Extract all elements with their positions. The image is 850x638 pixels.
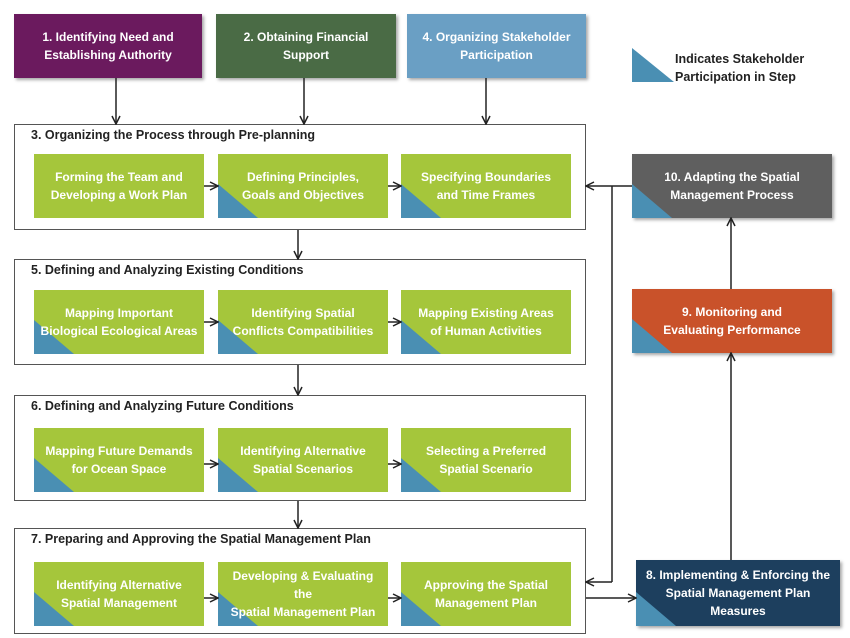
substep-alternative-scenarios: Identifying Alternative Spatial Scenario…	[218, 428, 388, 492]
stakeholder-participation-icon	[401, 184, 441, 218]
step-1-label: 1. Identifying Need and Establishing Aut…	[42, 30, 174, 62]
step-4-label: 4. Organizing Stakeholder Participation	[422, 30, 571, 62]
step-4-box: 4. Organizing Stakeholder Participation	[407, 14, 586, 78]
substep-label: Identifying Spatial Conflicts Compatibil…	[232, 306, 374, 338]
substep-preferred-scenario: Selecting a Preferred Spatial Scenario	[401, 428, 571, 492]
stakeholder-participation-icon	[401, 458, 441, 492]
substep-developing-plan: Developing & Evaluating the Spatial Mana…	[218, 562, 388, 626]
substep-label: Forming the Team and Developing a Work P…	[50, 170, 188, 202]
substep-label: Mapping Existing Areas of Human Activiti…	[418, 306, 554, 338]
substep-label: Defining Principles, Goals and Objective…	[241, 170, 365, 202]
step-2-label: 2. Obtaining Financial Support	[243, 30, 369, 62]
step-8-box: 8. Implementing & Enforcing the Spatial …	[636, 560, 840, 626]
substep-specifying-boundaries: Specifying Boundaries and Time Frames	[401, 154, 571, 218]
stakeholder-participation-icon	[34, 320, 74, 354]
step-10-label: 10. Adapting the Spatial Management Proc…	[664, 170, 800, 202]
stakeholder-participation-icon	[218, 458, 258, 492]
substep-label: Developing & Evaluating the Spatial Mana…	[230, 569, 376, 619]
substep-identifying-conflicts: Identifying Spatial Conflicts Compatibil…	[218, 290, 388, 354]
substep-label: Mapping Important Biological Ecological …	[40, 306, 198, 338]
substep-mapping-biological: Mapping Important Biological Ecological …	[34, 290, 204, 354]
substep-mapping-human: Mapping Existing Areas of Human Activiti…	[401, 290, 571, 354]
substep-label: Specifying Boundaries and Time Frames	[420, 170, 552, 202]
substep-approving-plan: Approving the Spatial Management Plan	[401, 562, 571, 626]
panel-step-3-title: 3. Organizing the Process through Pre-pl…	[31, 128, 316, 142]
stakeholder-participation-icon	[401, 592, 441, 626]
substep-forming-team: Forming the Team and Developing a Work P…	[34, 154, 204, 218]
stakeholder-participation-icon	[632, 319, 672, 353]
panel-step-6-title: 6. Defining and Analyzing Future Conditi…	[31, 399, 294, 413]
stakeholder-participation-icon	[632, 184, 672, 218]
stakeholder-participation-icon	[636, 592, 676, 626]
step-9-box: 9. Monitoring and Evaluating Performance	[632, 289, 832, 353]
step-9-label: 9. Monitoring and Evaluating Performance	[663, 305, 801, 337]
substep-mapping-future: Mapping Future Demands for Ocean Space	[34, 428, 204, 492]
stakeholder-participation-icon	[218, 320, 258, 354]
stakeholder-participation-icon	[218, 592, 258, 626]
step-10-box: 10. Adapting the Spatial Management Proc…	[632, 154, 832, 218]
substep-label: Identifying Alternative Spatial Manageme…	[56, 578, 182, 610]
stakeholder-legend-icon	[632, 48, 674, 82]
stakeholder-participation-icon	[218, 184, 258, 218]
panel-step-7-title: 7. Preparing and Approving the Spatial M…	[31, 532, 371, 546]
stakeholder-participation-icon	[34, 592, 74, 626]
substep-label: Mapping Future Demands for Ocean Space	[45, 444, 193, 476]
substep-label: Identifying Alternative Spatial Scenario…	[240, 444, 366, 476]
legend-label: Indicates Stakeholder Participation in S…	[675, 52, 805, 84]
step-8-label: 8. Implementing & Enforcing the Spatial …	[645, 568, 830, 618]
panel-step-5-title: 5. Defining and Analyzing Existing Condi…	[31, 263, 304, 277]
step-1-box: 1. Identifying Need and Establishing Aut…	[14, 14, 202, 78]
substep-alternative-management: Identifying Alternative Spatial Manageme…	[34, 562, 204, 626]
substep-defining-principles: Defining Principles, Goals and Objective…	[218, 154, 388, 218]
stakeholder-participation-icon	[34, 458, 74, 492]
substep-label: Approving the Spatial Management Plan	[423, 578, 548, 610]
substep-label: Selecting a Preferred Spatial Scenario	[425, 444, 547, 476]
stakeholder-participation-icon	[401, 320, 441, 354]
step-2-box: 2. Obtaining Financial Support	[216, 14, 396, 78]
